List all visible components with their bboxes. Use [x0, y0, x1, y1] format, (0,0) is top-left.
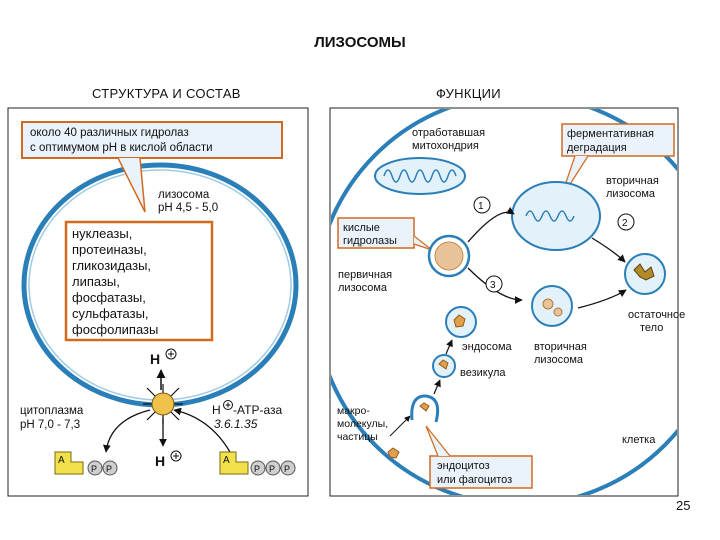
enzyme-lipases: липазы,	[72, 274, 120, 289]
structure-panel: около 40 различных гидролаз с оптимумом …	[7, 107, 309, 497]
macromolecules-label-3: частицы	[337, 431, 378, 443]
enzyme-phosphatases: фосфатазы,	[72, 290, 146, 305]
page-title: ЛИЗОСОМЫ	[314, 34, 406, 51]
primary-lysosome-label-2: лизосома	[338, 282, 388, 294]
step-3-number: 3	[490, 280, 496, 291]
enzymatic-degradation-label: ферментативная	[567, 128, 654, 140]
enzymatic-degradation-label-2: деградация	[567, 142, 627, 154]
residual-body-label-2: тело	[640, 322, 663, 334]
page-number: 25	[676, 498, 691, 513]
membrane-invagination	[410, 394, 440, 423]
step-2-number: 2	[622, 218, 628, 229]
step-1-number: 1	[478, 201, 484, 212]
macromolecules-label-2: молекулы,	[337, 418, 388, 430]
secondary-lysosome-top	[511, 181, 601, 251]
proton-outside-label: H	[155, 453, 165, 469]
endosome-content	[453, 314, 466, 328]
hydrolases-callout-line1: около 40 различных гидролаз	[30, 127, 189, 139]
enzyme-sulfatases: сульфатазы,	[72, 306, 149, 321]
cell-label: клетка	[622, 434, 656, 446]
step-1-arrow	[467, 206, 515, 243]
endocytosis-label-2: или фагоцитоз	[437, 474, 512, 486]
residual-debris	[633, 263, 655, 281]
endocytosis-box	[429, 455, 533, 489]
endosome-label: эндосома	[462, 341, 513, 353]
spent-mitochondrion-label-2: митохондрия	[412, 140, 479, 152]
secondary-lysosome-top-label: вторичная	[606, 175, 659, 187]
atpase-ec-number: 3.6.1.35	[214, 417, 258, 431]
adenine-letter: A	[223, 455, 230, 466]
primary-lysosome-content	[434, 241, 464, 271]
step-2-marker	[617, 213, 635, 231]
macromolecules-arrow	[389, 415, 411, 437]
step-3-marker	[485, 275, 503, 293]
atpase-proton-label: H	[212, 403, 221, 417]
enzyme-proteinases: протеиназы,	[72, 242, 147, 257]
mitochondrion	[374, 157, 466, 195]
proton-inside-label: H	[150, 351, 160, 367]
adp-release-arrow	[103, 409, 151, 453]
hydrolases-pointer	[413, 235, 433, 251]
engulfed-particle	[419, 402, 430, 412]
hydrolases-callout-box	[21, 121, 283, 159]
residual-body-label: остаточное	[628, 309, 685, 321]
residual-arrow	[577, 289, 627, 309]
degrading-mitochondrion	[525, 210, 575, 222]
endocytosis-label: эндоцитоз	[437, 460, 490, 472]
step-3-arrow	[467, 267, 523, 304]
secondary-lysosome-bottom-label: вторичная	[534, 341, 587, 353]
structure-panel-frame	[7, 107, 309, 497]
lysosome-label: лизосома	[158, 189, 210, 201]
endocytosis-pointer	[425, 425, 451, 457]
step-2-arrow	[591, 237, 626, 263]
structure-header: СТРУКТУРА И СОСТАВ	[92, 86, 241, 101]
vesicle-label: везикула	[460, 367, 506, 379]
cytoplasm-label: цитоплазма	[20, 405, 84, 417]
enzymes-box	[64, 220, 214, 342]
atpase-pump-icon	[143, 384, 183, 424]
invagination-to-vesicle-arrow	[433, 379, 441, 395]
enzymatic-degradation-box	[561, 123, 675, 157]
functions-panel: отработавшая митохондрия ферментативная …	[329, 107, 685, 497]
phosphate-letter: P	[106, 464, 112, 474]
extracellular-particle	[387, 447, 400, 459]
hydrolases-callout-line2: с оптимумом pH в кислой области	[30, 142, 213, 154]
enzyme-phospholipases: фосфолипазы	[72, 322, 158, 337]
step-1-marker	[473, 196, 491, 214]
phosphate-letter: P	[269, 464, 275, 474]
atpase-label: -ATP-аза	[233, 403, 282, 417]
digesting-particle	[542, 298, 554, 310]
phosphate-letter: P	[284, 464, 290, 474]
digesting-particle	[553, 307, 563, 317]
vesicle-content	[438, 359, 449, 370]
functions-header: ФУНКЦИИ	[436, 86, 501, 101]
plus-sign-icon	[225, 402, 231, 408]
lysosome-ph-label: pH 4,5 - 5,0	[158, 202, 218, 214]
functions-panel-frame	[329, 107, 679, 497]
atp-molecule: A P P P	[219, 451, 296, 476]
cytoplasm-ph-label: pH 7,0 - 7,3	[20, 419, 80, 431]
plus-sign-icon	[168, 351, 174, 357]
adenine-letter: A	[58, 455, 65, 466]
enzyme-glycosidases: гликозидазы,	[72, 258, 151, 273]
adp-molecule: A P P	[54, 451, 118, 476]
callout-pointer	[117, 157, 146, 213]
acid-hydrolases-box	[337, 217, 415, 249]
acid-hydrolases-label: кислые	[343, 222, 380, 234]
phosphate-letter: P	[91, 464, 97, 474]
phosphate-letter: P	[254, 464, 260, 474]
acid-hydrolases-label-2: гидролазы	[343, 235, 397, 247]
macromolecules-label: макро-	[337, 405, 370, 417]
enzyme-nucleases: нуклеазы,	[72, 226, 132, 241]
secondary-lysosome-bottom-label-2: лизосома	[534, 354, 584, 366]
plus-sign-icon	[173, 453, 179, 459]
atp-binding-arrow	[173, 407, 231, 453]
vesicle-to-endosome-arrow	[445, 339, 453, 355]
spent-mitochondrion-label: отработавшая	[412, 127, 485, 139]
primary-lysosome-label: первичная	[338, 269, 392, 281]
secondary-lysosome-top-label-2: лизосома	[606, 188, 656, 200]
